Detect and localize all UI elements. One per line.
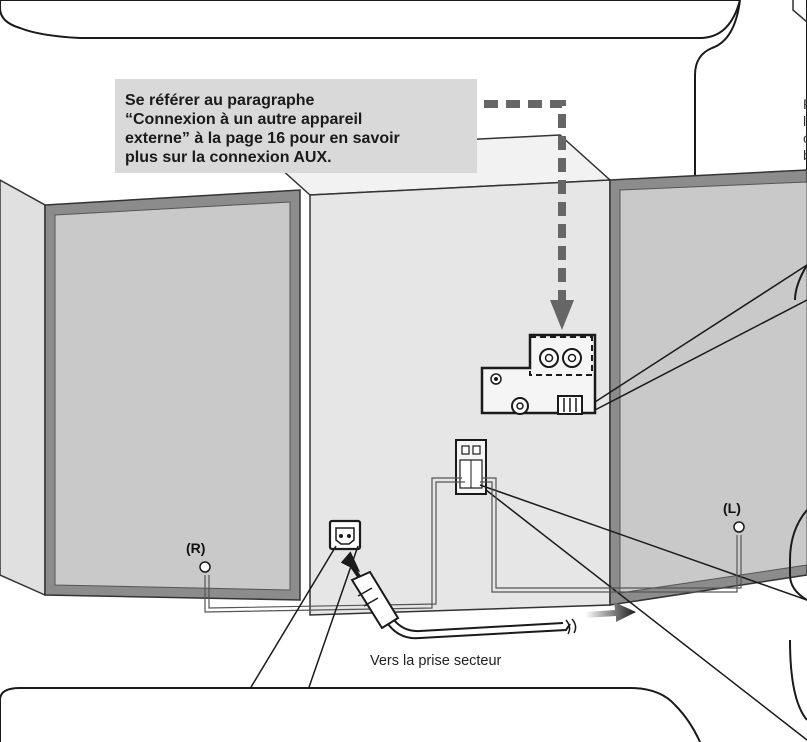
note-line: externe” à la page 16 pour en savoir [125,130,400,147]
cut-off-text: P l c b [803,96,807,164]
right-callout-bubble-middle [794,264,807,301]
right-speaker-label: (R) [186,540,206,556]
ac-power-cord [350,570,577,640]
insert-arrow-icon [340,551,362,580]
bottom-callout-bubble [0,687,701,742]
cut-off-letter: P [803,96,807,113]
speaker-wires [204,477,742,613]
note-line: plus sur la connexion AUX. [125,149,332,166]
zoom-line-speaker-terminals [479,484,807,741]
note-line: Se référer au paragraphe [125,92,315,109]
left-speaker-label: (L) [723,500,741,516]
speaker-terminal-block [455,439,487,495]
cut-off-letter: c [803,130,807,146]
right-speaker [0,179,301,601]
left-speaker-terminal-icon [733,521,745,533]
aux-reference-arrowhead-icon [550,300,574,330]
zoom-line-terminals [594,264,807,411]
to-outlet-arrow-icon [585,602,636,622]
aux-reference-note: Se référer au paragraphe “Connexion à un… [115,79,477,173]
left-speaker [609,169,807,606]
ac-inlet [328,519,362,551]
top-callout-bubble [0,0,742,39]
aux-reference-dashed-arrow [484,100,566,318]
aux-jack-box [529,336,593,376]
right-callout-bubble-bottom [789,509,807,721]
rear-terminal-plate [480,333,597,415]
right-speaker-terminal-icon [199,561,211,573]
note-line: “Connexion à un autre appareil [125,111,363,128]
top-right-device-corner [792,0,807,23]
cut-off-letter: b [803,147,807,163]
outlet-caption: Vers la prise secteur [370,653,502,669]
cut-off-letter: l [803,113,807,129]
